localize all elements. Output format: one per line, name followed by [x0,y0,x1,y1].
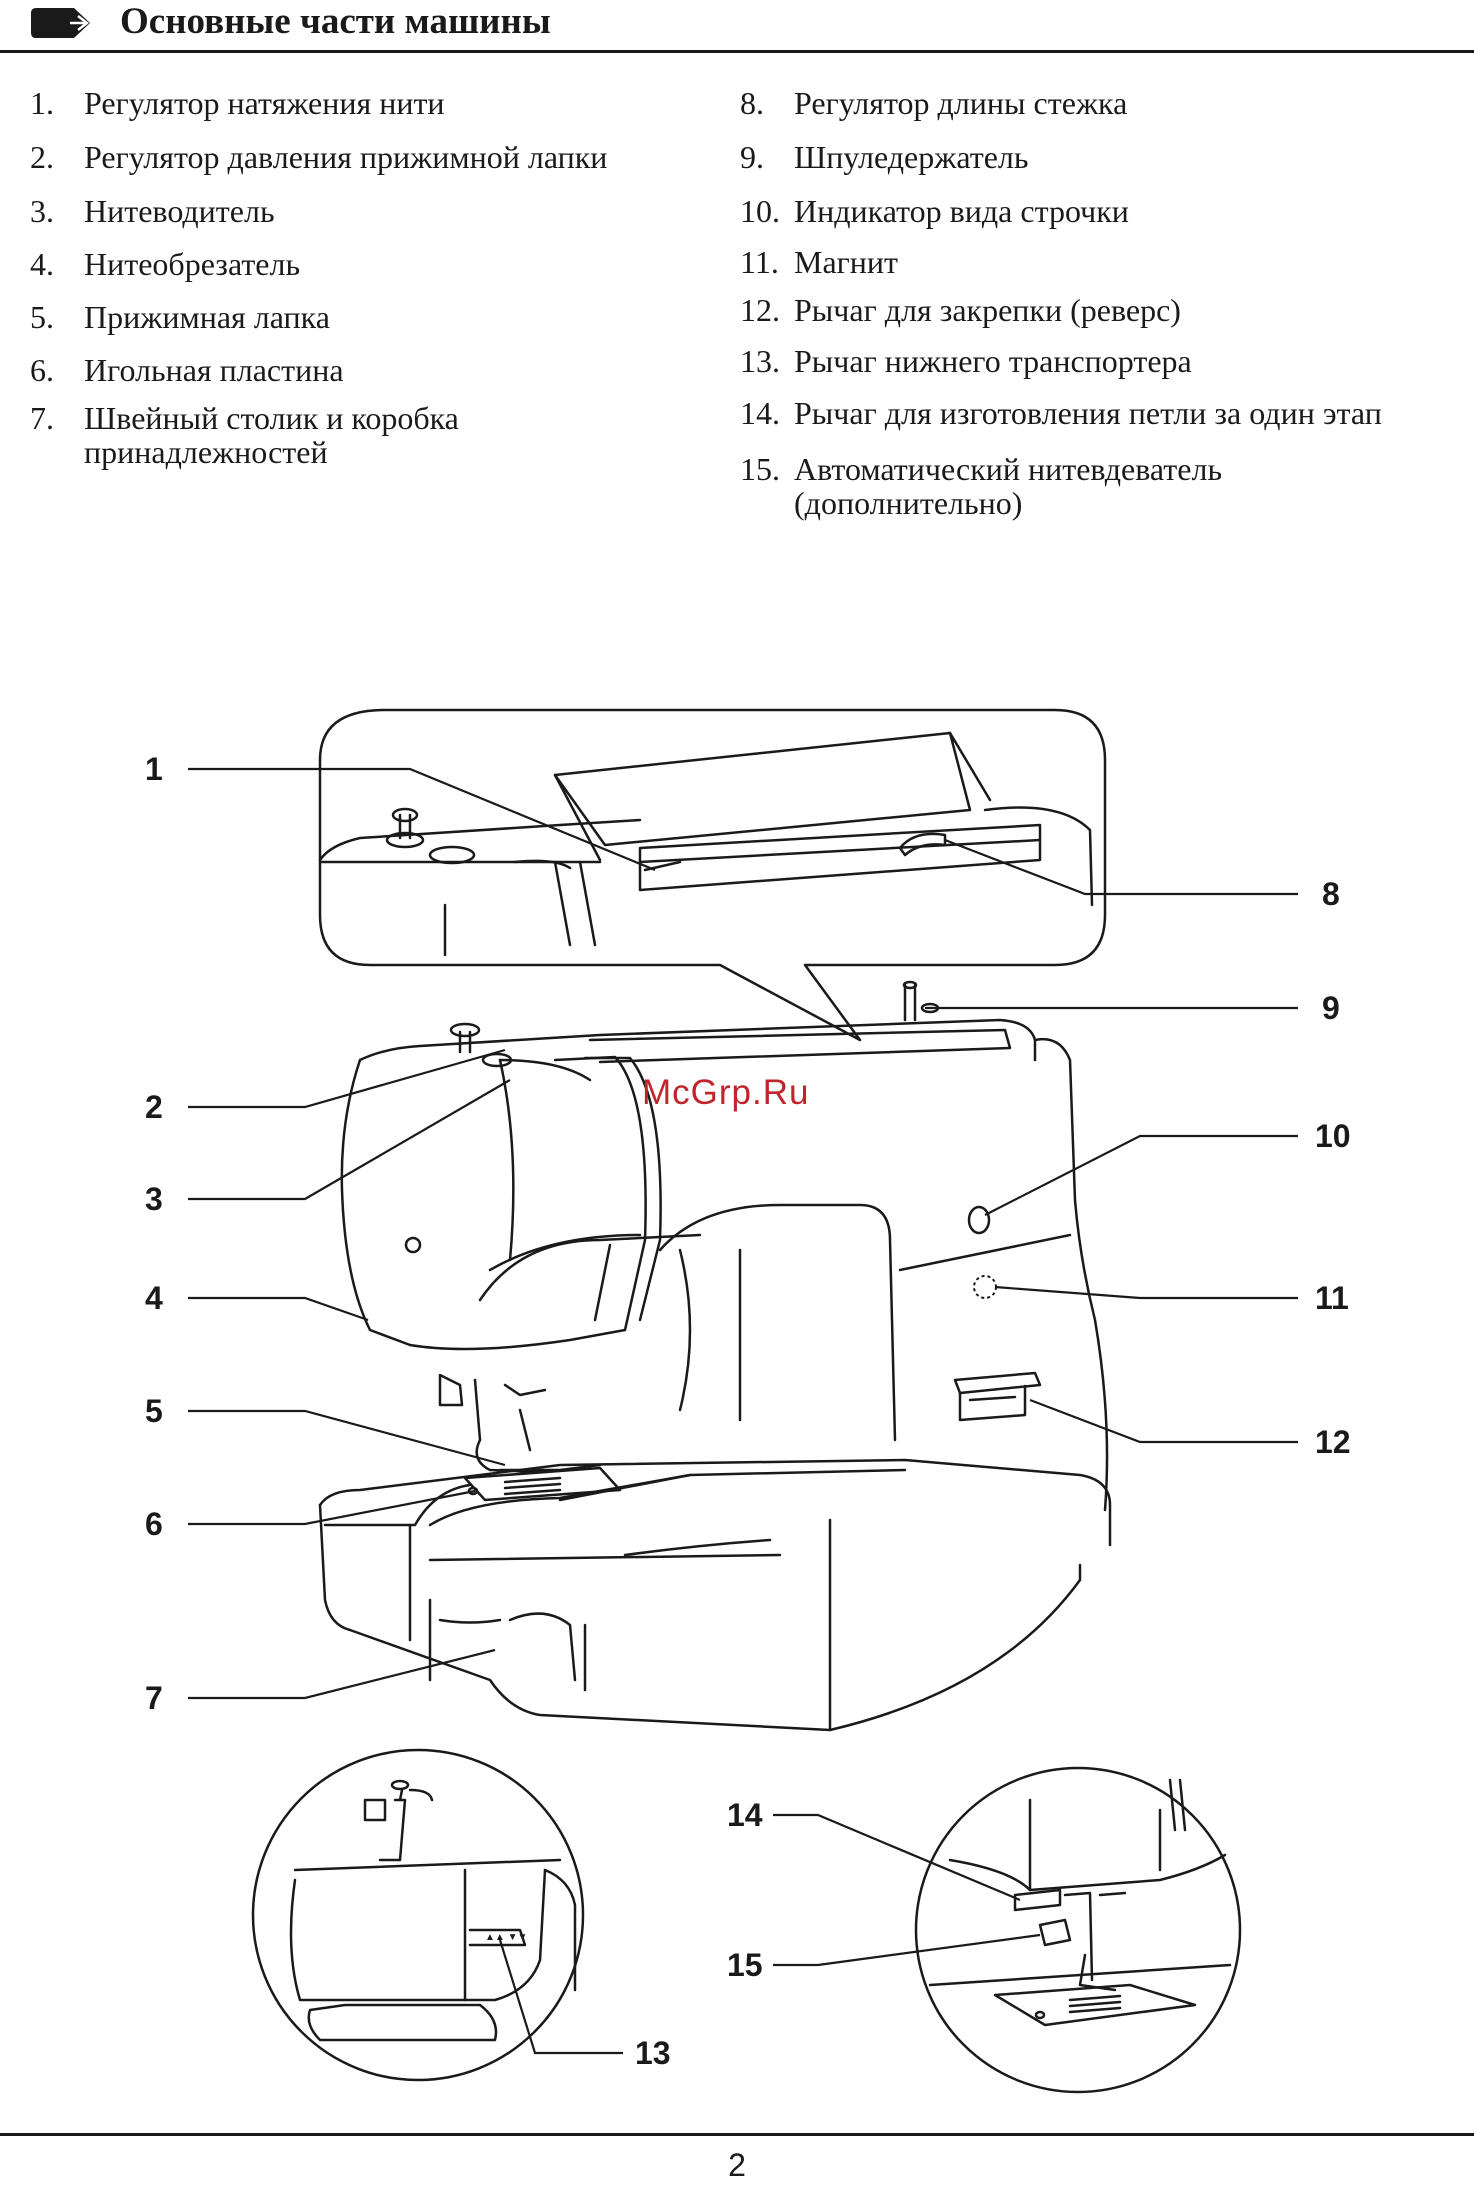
part-item-12: 12. Рычаг для закрепки (реверс) [740,293,1460,327]
part-label: Шпуледержатель [794,139,1029,175]
watermark: McGrp.Ru [642,1073,810,1112]
part-number: 8. [740,85,764,121]
part-item-13: 13. Рычаг нижнего транспортера [740,344,1460,378]
callout-8: 8 [1322,876,1340,912]
callout-9: 9 [1322,990,1340,1026]
zoom-circle-right [914,1766,1242,2094]
part-number: 6. [30,352,54,388]
callout-leaders [188,767,1298,2055]
callout-13: 13 [635,2035,671,2071]
part-item-5: 5. Прижимная лапка [30,300,710,334]
part-item-4: 4. Нитеобрезатель [30,247,710,281]
part-label-continued: (дополнительно) [794,485,1023,521]
parts-list-right: 8. Регулятор длины стежка 9. Шпуледержат… [740,86,1460,520]
machine-body [318,980,1112,1732]
part-label: Регулятор длины стежка [794,85,1128,121]
callout-2: 2 [145,1089,163,1125]
page-number: 2 [728,2147,746,2183]
page-title: Основные части машины [120,1,551,42]
part-label: Нитеводитель [84,193,275,229]
part-item-2: 2. Регулятор давления прижимной лапки [30,140,710,174]
callout-3: 3 [145,1181,163,1217]
callout-1: 1 [145,751,163,787]
part-number: 3. [30,193,54,229]
part-label: Рычаг для изготовления петли за один эта… [794,395,1382,431]
part-number: 12. [740,292,780,328]
part-number: 10. [740,193,780,229]
part-label: Регулятор давления прижимной лапки [84,139,608,175]
part-number: 13. [740,343,780,379]
part-item-3: 3. Нитеводитель [30,194,710,228]
part-item-1: 1. Регулятор натяжения нити [30,86,710,120]
part-label: Рычаг нижнего транспортера [794,343,1192,379]
part-number: 1. [30,85,54,121]
part-number: 9. [740,139,764,175]
part-label: Рычаг для закрепки (реверс) [794,292,1181,328]
header-divider [0,50,1474,53]
part-item-8: 8. Регулятор длины стежка [740,86,1460,120]
part-number: 15. [740,451,780,487]
page-header: Основные части машины [0,0,1474,56]
part-label: Магнит [794,244,899,280]
callout-10: 10 [1315,1118,1351,1154]
part-label: Швейный столик и коробка [84,400,459,436]
part-item-6: 6. Игольная пластина [30,353,710,387]
part-number: 11. [740,244,779,280]
feed-dog-marks: ▲▲ ▼▼ [485,1932,527,1943]
parts-list-left: 1. Регулятор натяжения нити 2. Регулятор… [30,86,710,469]
part-item-15: 15. Автоматический нитевдеватель (дополн… [740,452,1460,520]
part-number: 2. [30,139,54,175]
part-label: Индикатор вида строчки [794,193,1129,229]
callout-6: 6 [145,1506,163,1542]
part-item-10: 10. Индикатор вида строчки [740,194,1460,228]
diagram-canvas: ▲▲ ▼▼ [145,708,1351,2094]
part-label-continued: принадлежностей [84,434,328,470]
callout-4: 4 [145,1280,163,1316]
part-number: 4. [30,246,54,282]
zoom-bubble-top [318,708,1107,1042]
callout-11: 11 [1315,1280,1349,1316]
part-label: Прижимная лапка [84,299,330,335]
part-item-11: 11. Магнит [740,245,1460,279]
part-number: 14. [740,395,780,431]
part-label: Регулятор натяжения нити [84,85,445,121]
part-label: Нитеобрезатель [84,246,301,282]
part-item-7: 7. Швейный столик и коробка принадлежнос… [30,401,710,469]
callout-7: 7 [145,1680,163,1716]
callout-5: 5 [145,1393,163,1429]
zoom-circle-left: ▲▲ ▼▼ [251,1748,585,2082]
part-number: 7. [30,400,54,436]
part-label: Автоматический нитевдеватель [794,451,1223,487]
callout-12: 12 [1315,1424,1351,1460]
callout-15: 15 [727,1947,763,1983]
callout-14: 14 [727,1797,763,1833]
part-item-14: 14. Рычаг для изготовления петли за один… [740,396,1460,430]
callout-numbers: 1 2 3 4 5 6 7 8 9 10 11 12 13 14 15 [145,751,1351,2071]
footer-divider [0,2133,1474,2136]
part-label: Игольная пластина [84,352,344,388]
sewing-machine-diagram: ▲▲ ▼▼ [0,690,1474,2110]
section-tag-icon [31,8,90,38]
part-number: 5. [30,299,54,335]
part-item-9: 9. Шпуледержатель [740,140,1460,174]
